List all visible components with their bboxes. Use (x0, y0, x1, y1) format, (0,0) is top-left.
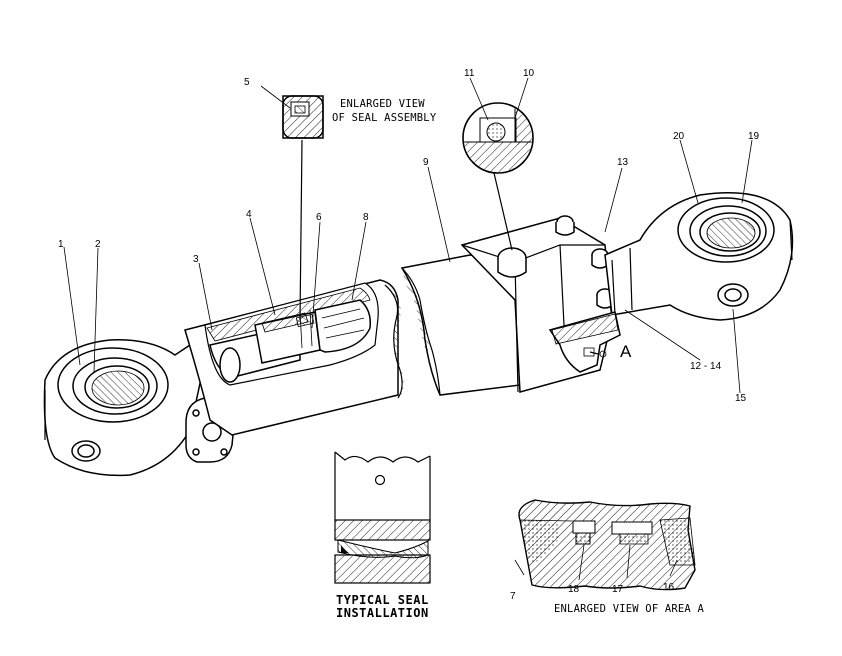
left-rod-eye (43, 339, 206, 477)
label-7: 7 (510, 591, 516, 602)
typical-seal-inset (334, 451, 431, 584)
label-2: 2 (95, 239, 101, 250)
cylinder-barrel (184, 279, 404, 436)
label-13: 13 (617, 157, 629, 168)
right-rod-eye (604, 192, 794, 321)
typical-seal-caption-line2: INSTALLATION (336, 606, 429, 620)
area-a-cutout (548, 311, 621, 373)
label-20: 20 (673, 131, 685, 142)
label-19: 19 (748, 131, 760, 142)
label-6: 6 (316, 212, 322, 223)
typical-seal-caption-line1: TYPICAL SEAL (336, 593, 429, 607)
seal-assembly-inset (260, 85, 324, 321)
seal-view-caption-line2: OF SEAL ASSEMBLY (332, 112, 437, 124)
label-12-14: 12 - 14 (690, 361, 722, 372)
area-a-inset (514, 499, 696, 591)
part-number-labels: 1 2 3 4 5 6 8 9 10 11 13 20 19 12 - 14 1… (58, 68, 760, 602)
label-17: 17 (612, 584, 624, 595)
label-11: 11 (464, 68, 475, 79)
label-5: 5 (244, 77, 250, 88)
label-area-a: A (620, 342, 632, 361)
label-16: 16 (663, 582, 675, 593)
label-4: 4 (246, 209, 252, 220)
seal-view-caption-line1: ENLARGED VIEW (340, 98, 425, 110)
label-1: 1 (58, 239, 64, 250)
label-18: 18 (568, 584, 580, 595)
leader-lines (63, 139, 753, 394)
label-8: 8 (363, 212, 369, 223)
captions: ENLARGED VIEW OF SEAL ASSEMBLY TYPICAL S… (332, 98, 704, 620)
label-9: 9 (423, 157, 429, 168)
circle-seal-inset (462, 77, 534, 251)
label-15: 15 (735, 393, 747, 404)
label-10: 10 (523, 68, 535, 79)
label-3: 3 (193, 254, 199, 265)
area-view-caption: ENLARGED VIEW OF AREA A (554, 603, 704, 615)
